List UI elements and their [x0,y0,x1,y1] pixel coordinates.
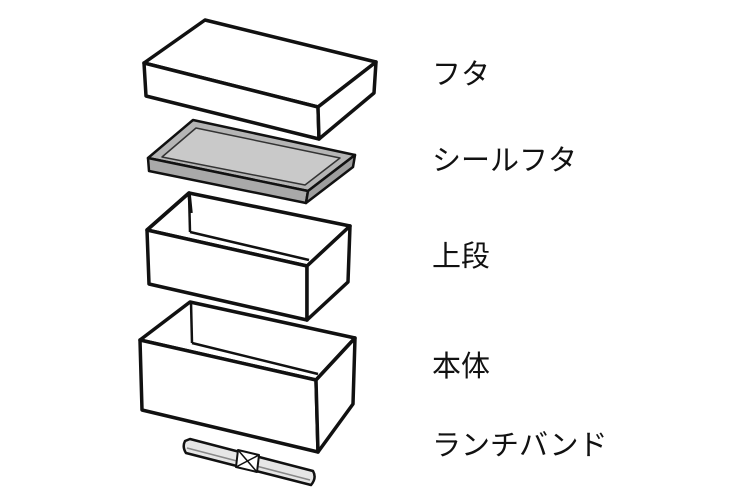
seal-lid-illustration [146,118,357,205]
label-upper-tier: 上段 [432,239,491,273]
lunch-band-illustration [182,437,316,487]
label-main-body: 本体 [432,349,491,383]
main-body-illustration [138,300,357,454]
lid-illustration [142,18,378,141]
label-seal-lid: シールフタ [432,143,578,177]
label-lunch-band: ランチバンド [432,428,608,462]
label-lid: フタ [432,57,491,91]
upper-tier-illustration [145,191,352,322]
